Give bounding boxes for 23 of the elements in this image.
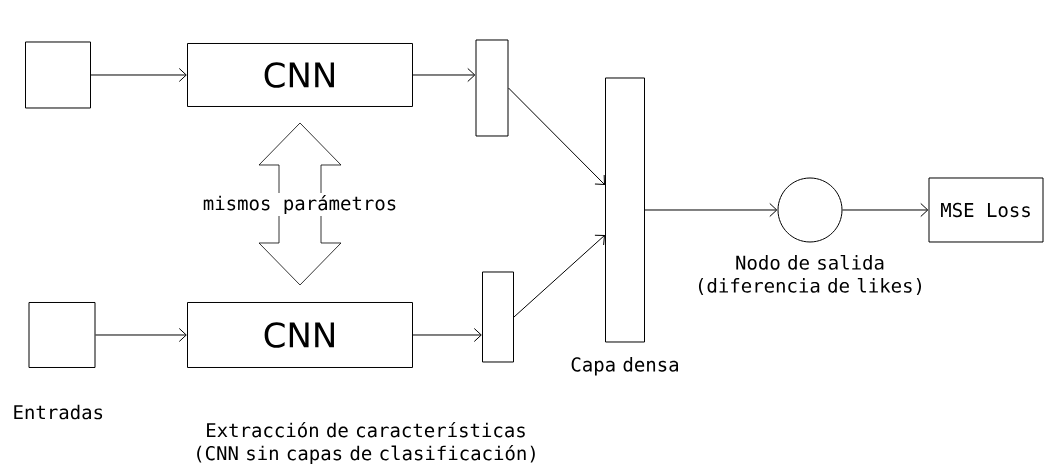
vertical-bar — [475, 39, 509, 137]
arrow — [842, 203, 929, 217]
node-caption: Nodo de salida (diferencia de likes) — [698, 255, 921, 296]
square-box — [28, 302, 96, 368]
arrow — [513, 234, 605, 318]
node-caption: Capa densa — [571, 357, 678, 376]
edge-label: mismos parámetros — [200, 192, 400, 217]
vertical-bar — [482, 271, 514, 363]
process-box: CNN — [187, 302, 413, 368]
square-box — [25, 41, 91, 109]
text-label: Entradas — [14, 404, 103, 420]
text-label: Extracción de características (CNN sin capas de clasificación) — [197, 421, 535, 465]
arrow — [508, 87, 605, 185]
arrow — [95, 328, 187, 342]
arrow — [412, 68, 476, 82]
process-box: CNN — [187, 43, 413, 107]
double-block-arrow — [258, 122, 342, 286]
output-circle — [777, 177, 843, 243]
arrow — [644, 203, 778, 217]
arrow — [90, 68, 187, 82]
vertical-bar — [605, 77, 645, 343]
process-box: MSE Loss — [928, 177, 1044, 243]
arrow — [412, 328, 482, 342]
